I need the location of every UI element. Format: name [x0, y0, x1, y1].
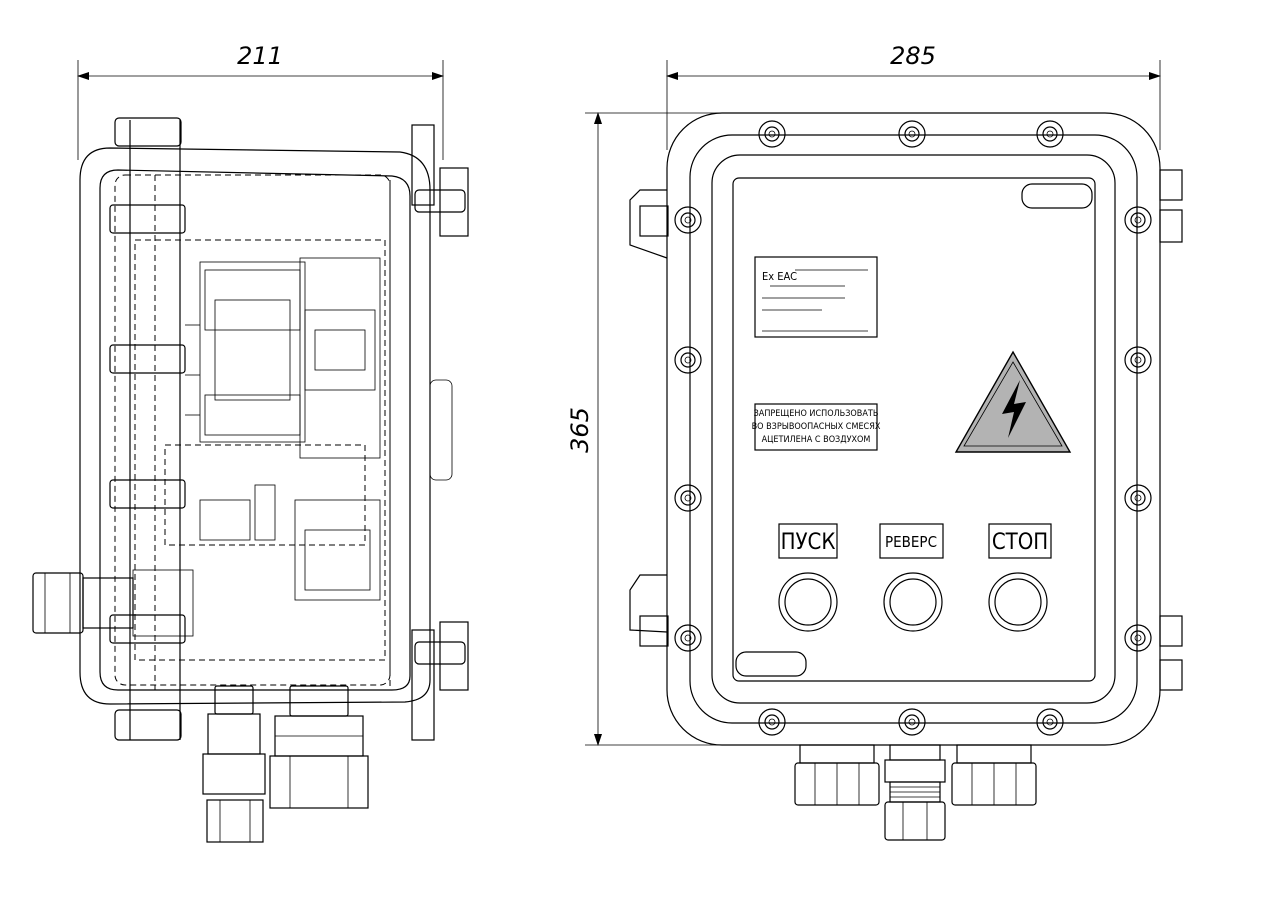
warning-line-1: ЗАПРЕЩЕНО ИСПОЛЬЗОВАТЬ	[754, 409, 879, 419]
start-pushbutton[interactable]	[778, 572, 838, 632]
svg-text:ПУСК: ПУСК	[781, 530, 836, 555]
button-label-stop: СТОП	[988, 523, 1052, 559]
stop-pushbutton[interactable]	[988, 572, 1048, 632]
dimension-depth: 211	[77, 42, 444, 160]
nameplate-marking: Ex EAC	[762, 270, 797, 283]
front-view: Ex EAC ЗАПРЕЩЕНО ИСПОЛЬЗОВАТЬ ВО ВЗРЫВОО…	[629, 112, 1183, 841]
reverse-pushbutton[interactable]	[883, 572, 943, 632]
front-gland-center	[884, 744, 946, 841]
dimension-width-value: 285	[890, 42, 936, 70]
high-voltage-icon	[954, 350, 1072, 453]
front-gland-left	[794, 744, 880, 806]
dimension-depth-value: 211	[237, 42, 283, 70]
svg-text:РЕВЕРС: РЕВЕРС	[885, 533, 937, 551]
dimension-height: 365	[566, 112, 760, 746]
button-label-reverse: РЕВЕРС	[879, 523, 944, 559]
dimension-width: 285	[666, 42, 1161, 150]
svg-text:СТОП: СТОП	[992, 530, 1048, 555]
button-label-start: ПУСК	[778, 523, 838, 559]
warning-plate: ЗАПРЕЩЕНО ИСПОЛЬЗОВАТЬ ВО ВЗРЫВООПАСНЫХ …	[752, 403, 881, 451]
side-gland-large	[269, 685, 369, 809]
warning-line-2: ВО ВЗРЫВООПАСНЫХ СМЕСЯХ	[752, 422, 881, 432]
dimension-height-value: 365	[566, 407, 594, 453]
warning-line-3: АЦЕТИЛЕНА С ВОЗДУХОМ	[762, 435, 871, 445]
front-gland-right	[951, 744, 1037, 806]
side-gland-small	[202, 685, 266, 843]
side-view	[32, 117, 469, 843]
nameplate: Ex EAC	[754, 256, 878, 338]
cover-bolts	[674, 120, 1152, 736]
